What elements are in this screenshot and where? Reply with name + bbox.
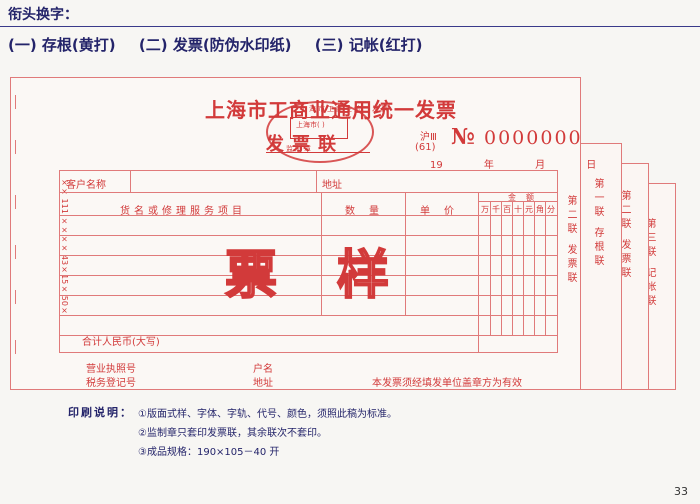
license-label: 营业执照号 [86, 364, 136, 375]
number-label: № [451, 124, 475, 150]
copy-label: 第二联 发票联 [565, 195, 576, 287]
unit-jiao: 角 [536, 205, 544, 214]
invoice-subtitle: 发票联 [266, 134, 344, 155]
note-item-3: ③成品规格：190×105－40 开 [138, 447, 280, 458]
invoice-number: 0000000 [484, 127, 583, 149]
date-month-unit: 月 [535, 160, 546, 171]
official-seal [266, 101, 374, 163]
margin-tick [15, 245, 16, 259]
total-label: 合计人民币(大写) [82, 337, 160, 348]
seal-middle-text: 上海市( ) [296, 121, 325, 129]
side-serial-code: ×× 111 ×××× 43×15× 50× [60, 178, 69, 315]
margin-tick [15, 140, 16, 154]
sheet-three-label: 第三联 记帐联 [644, 218, 655, 310]
sheet-one-label: 第一联 存根联 [592, 178, 603, 270]
sheet-two-label: 第二联 发票联 [619, 190, 630, 282]
region-code: 沪Ⅲ [420, 132, 437, 143]
date-year: 19 [430, 160, 443, 171]
official-seal-inner [290, 117, 348, 139]
unit-fen: 分 [547, 205, 555, 214]
margin-tick [15, 340, 16, 354]
sample-stamp-char-2: 样 [336, 244, 450, 307]
price-column-header: 单价 [420, 206, 468, 217]
tax-label: 税务登记号 [86, 378, 136, 389]
subtitle-underline [266, 152, 370, 153]
invoice-table: 客户名称 地址 货名或修理服务项目 数量 单价 金额 万 千 百 十 元 角 分… [59, 170, 558, 353]
copy-item-ledger: (三) 记帐(红打) [314, 36, 423, 54]
account-address-label: 地址 [253, 378, 273, 389]
customer-name-label: 客户名称 [66, 180, 106, 191]
address-label: 地址 [322, 180, 342, 191]
copies-list: (一) 存根(黄打) (二) 发票(防伪水印纸) (三) 记帐(红打) [8, 34, 440, 55]
unit-bai: 百 [503, 205, 511, 214]
validity-note: 本发票须经填发单位盖章方为有效 [372, 378, 522, 389]
date-year-unit: 年 [483, 160, 494, 171]
seal-bottom-text: 监制章 [286, 145, 313, 153]
margin-tick [15, 290, 16, 304]
copy-item-invoice: (二) 发票(防伪水印纸) [138, 36, 292, 54]
notes-title: 印刷说明： [68, 406, 133, 419]
unit-shi: 十 [514, 205, 522, 214]
date-day-unit: 日 [586, 160, 597, 171]
sample-stamp: 票样 [224, 233, 450, 308]
margin-tick [15, 95, 16, 109]
item-column-header: 货名或修理服务项目 [120, 206, 246, 217]
note-item-2: ②监制章只套印发票联，其余联次不套印。 [138, 428, 327, 439]
unit-qian: 千 [492, 205, 500, 214]
unit-yuan: 元 [525, 205, 533, 214]
copy-item-stub: (一) 存根(黄打) [8, 36, 116, 54]
page-number: 33 [674, 485, 688, 498]
series-code: (61) [415, 142, 436, 153]
note-item-1: ①版面式样、字体、字轨、代号、颜色，须照此稿为标准。 [138, 409, 397, 420]
margin-tick [15, 195, 16, 209]
header-divider [0, 26, 700, 27]
qty-column-header: 数量 [345, 206, 393, 217]
seal-top-text: 上海市工商业统一发票 [300, 105, 390, 113]
unit-wan: 万 [481, 205, 489, 214]
account-name-label: 户名 [253, 364, 273, 375]
invoice-title: 上海市工商业通用统一发票 [205, 98, 457, 122]
header-title: 衔头换字： [8, 7, 78, 23]
sample-stamp-char-1: 票 [224, 244, 338, 307]
amount-column-header: 金额 [508, 193, 544, 202]
date-line: 19 年 月 日 [430, 156, 634, 171]
